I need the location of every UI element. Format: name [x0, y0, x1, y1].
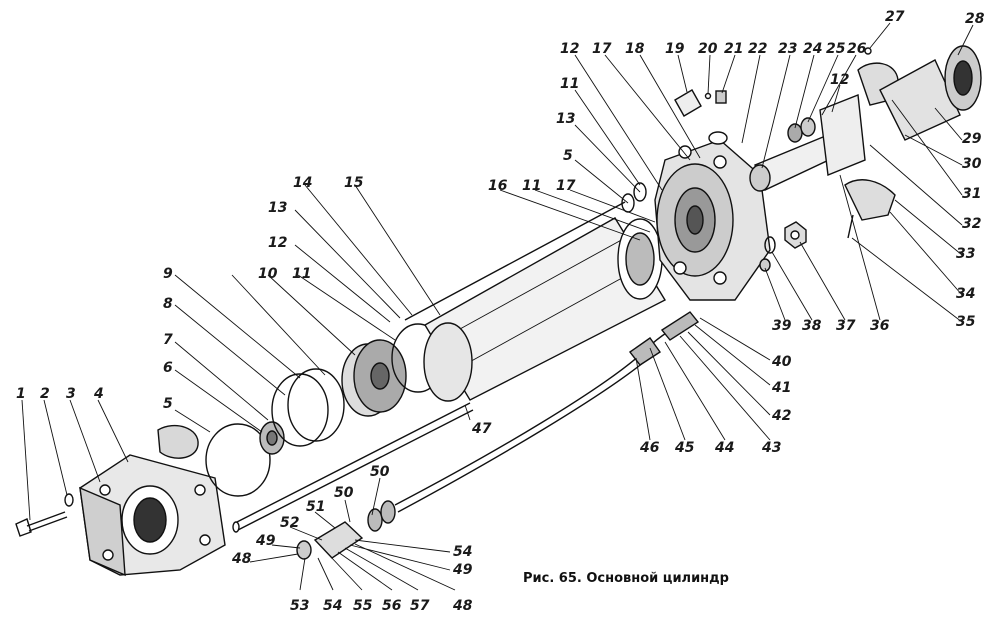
callout-label: 30 [962, 156, 982, 172]
callout-label: 40 [771, 354, 792, 370]
part-washer [759, 258, 771, 272]
part-seal [633, 182, 647, 202]
callout-label: 56 [382, 598, 402, 614]
callout-label: 18 [625, 41, 645, 57]
callout-label: 54 [453, 544, 472, 560]
callout-label: 29 [962, 131, 982, 147]
callout-label: 42 [771, 408, 791, 424]
part-bolt [15, 511, 68, 537]
callout-label: 54 [323, 598, 342, 614]
callout-label: 28 [965, 11, 985, 27]
callout-label: 57 [410, 598, 430, 614]
part-clamp-lower [844, 179, 896, 221]
part-hose-fitting-lower [296, 500, 396, 560]
part-plug [715, 90, 727, 104]
part-screw [704, 92, 712, 100]
part-rear-housing [79, 425, 226, 577]
callout-label: 38 [802, 318, 822, 334]
callout-label: 1 [16, 386, 26, 402]
callout-label: 5 [563, 148, 573, 164]
callout-label: 33 [956, 246, 975, 262]
part-piston-nut [259, 421, 285, 455]
callout-label: 31 [962, 186, 981, 202]
callout-label: 4 [93, 386, 104, 402]
callout-labels: 1 2 3 4 5 6 7 8 9 10 11 12 13 14 15 16 1… [16, 9, 985, 614]
callout-label: 45 [674, 440, 695, 456]
part-rod-nut [800, 117, 816, 137]
callout-label: 35 [956, 314, 976, 330]
part-cover-plate [674, 89, 702, 117]
part-ring [287, 368, 345, 442]
callout-label: 13 [556, 111, 575, 127]
callout-label: 24 [803, 41, 822, 57]
callout-label: 2 [40, 386, 50, 402]
callout-label: 11 [560, 76, 579, 92]
callout-label: 16 [488, 178, 508, 194]
callout-label: 25 [826, 41, 846, 57]
callout-label: 37 [836, 318, 856, 334]
callout-label: 20 [698, 41, 718, 57]
part-nut [784, 221, 807, 249]
callout-label: 50 [370, 464, 390, 480]
callout-label: 10 [258, 266, 278, 282]
callout-label: 13 [268, 200, 287, 216]
part-piston [341, 339, 407, 417]
callout-label: 3 [66, 386, 76, 402]
callout-label: 8 [163, 296, 173, 312]
leader-lines [21, 22, 974, 591]
figure-caption: Рис. 65. Основной цилиндр [523, 571, 729, 586]
callout-label: 14 [293, 175, 312, 191]
callout-label: 50 [334, 485, 354, 501]
part-front-head [654, 131, 771, 301]
part-ring [271, 373, 329, 447]
callout-label: 48 [452, 598, 473, 614]
callout-label: 22 [748, 41, 767, 57]
callout-label: 17 [556, 178, 576, 194]
callout-label: 47 [471, 421, 492, 437]
callout-label: 41 [771, 380, 791, 396]
callout-label: 21 [724, 41, 743, 57]
part-lock-washer [764, 236, 776, 254]
callout-label: 15 [344, 175, 364, 191]
part-small-screw [864, 47, 872, 55]
callout-label: 23 [778, 41, 797, 57]
callout-label: 55 [353, 598, 373, 614]
callout-label: 27 [885, 9, 905, 25]
callout-label: 19 [665, 41, 685, 57]
callout-label: 43 [761, 440, 781, 456]
part-washer [64, 493, 74, 507]
callout-label: 5 [163, 396, 173, 412]
callout-label: 7 [163, 332, 173, 348]
callout-label: 17 [592, 41, 612, 57]
part-flange [819, 94, 866, 176]
callout-label: 11 [292, 266, 311, 282]
callout-label: 51 [306, 499, 325, 515]
callout-label: 6 [163, 360, 173, 376]
callout-label: 32 [962, 216, 981, 232]
callout-label: 44 [714, 440, 734, 456]
callout-label: 52 [280, 515, 299, 531]
callout-label: 9 [163, 266, 173, 282]
parts-layer [15, 45, 982, 577]
part-long-tie-rod [232, 402, 474, 533]
callout-label: 36 [870, 318, 890, 334]
callout-label: 12 [560, 41, 579, 57]
part-hose-upper [394, 311, 700, 513]
callout-label: 12 [268, 235, 287, 251]
callout-label: 39 [772, 318, 792, 334]
callout-label: 46 [639, 440, 660, 456]
callout-label: 48 [231, 551, 252, 567]
callout-label: 11 [522, 178, 541, 194]
callout-label: 49 [255, 533, 276, 549]
part-o-ring [205, 423, 271, 497]
callout-label: 26 [847, 41, 867, 57]
part-eye-end [879, 45, 982, 141]
callout-label: 53 [290, 598, 309, 614]
callout-label: 34 [956, 286, 975, 302]
callout-label: 12 [830, 72, 849, 88]
part-cylinder-body [423, 217, 666, 402]
callout-label: 49 [452, 562, 473, 578]
